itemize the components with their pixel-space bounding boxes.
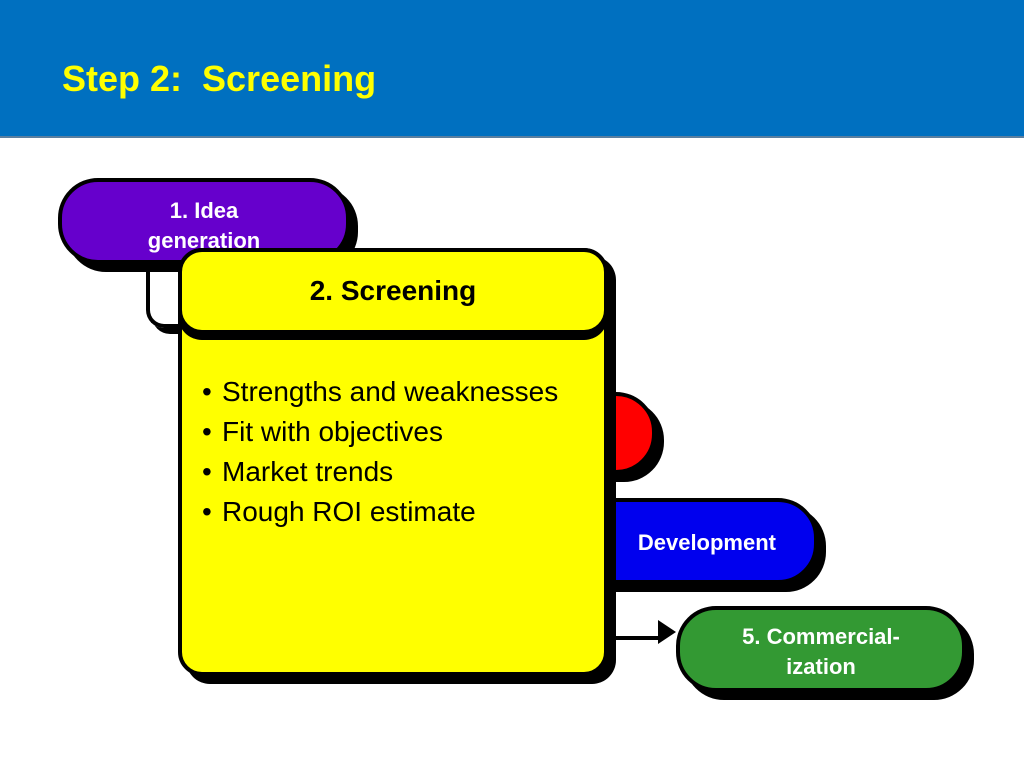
arrow-head-icon	[658, 620, 676, 644]
list-item: Strengths and weaknesses	[200, 372, 600, 412]
step-idea-generation: 1. Idea generation	[58, 178, 350, 264]
list-item: Market trends	[200, 452, 600, 492]
title-banner: Step 2: Screening	[0, 0, 1024, 138]
step-idea-label-line1: 1. Idea	[169, 198, 239, 223]
connector-to-commercialization	[600, 616, 662, 640]
screening-card-title: 2. Screening	[178, 248, 608, 334]
step-development-label: Development	[637, 530, 776, 555]
screening-criteria-list: Strengths and weaknesses Fit with object…	[200, 372, 600, 532]
screening-card: 2. Screening Strengths and weaknesses Fi…	[178, 248, 608, 676]
list-item: Fit with objectives	[200, 412, 600, 452]
step-commercialization-label-line2: ization	[786, 654, 856, 679]
connector-idea-to-screening	[146, 262, 206, 328]
step-commercialization: 5. Commercial- ization	[676, 606, 966, 692]
list-item: Rough ROI estimate	[200, 492, 600, 532]
step-commercialization-label-line1: 5. Commercial-	[742, 624, 900, 649]
slide-title: Step 2: Screening	[62, 58, 377, 99]
